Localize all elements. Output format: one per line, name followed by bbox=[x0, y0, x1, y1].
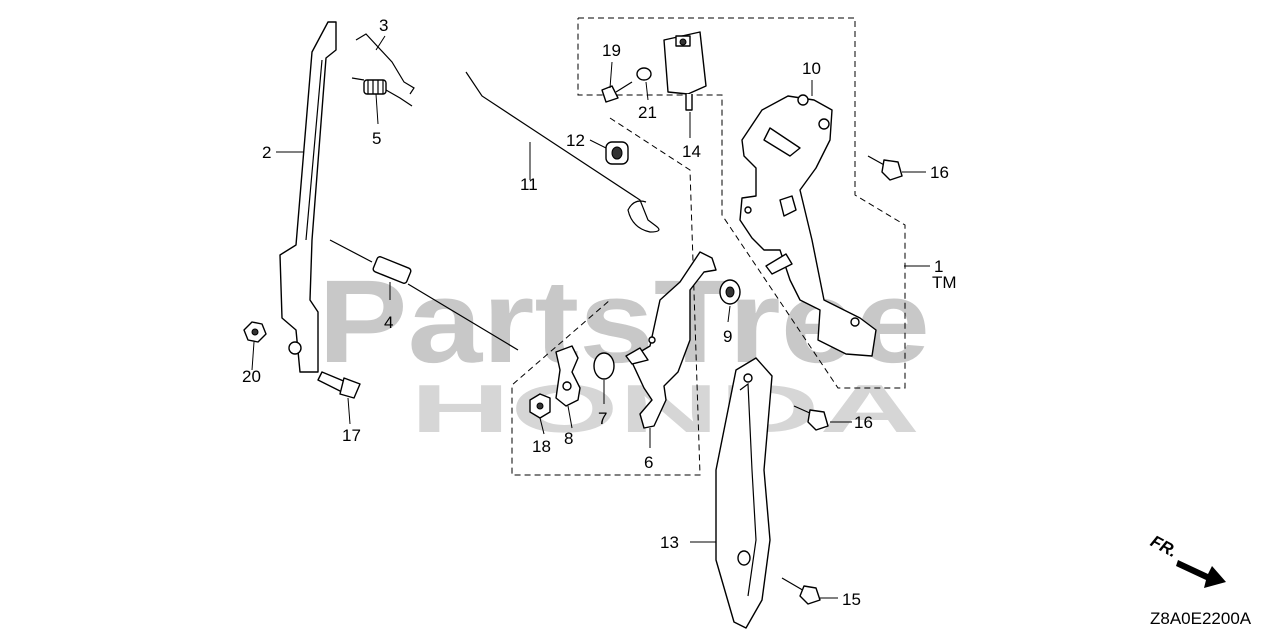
part-8-small-lever bbox=[555, 345, 581, 407]
part-11-rod bbox=[465, 71, 660, 233]
part-9-collar bbox=[719, 279, 741, 305]
callout-8: 8 bbox=[564, 429, 573, 448]
callouts: 1 2 3 4 5 6 7 8 9 10 11 12 13 14 15 16 1… bbox=[242, 16, 949, 609]
watermark-trademark: TM bbox=[932, 273, 957, 292]
callout-6: 6 bbox=[644, 453, 653, 472]
callout-19: 19 bbox=[602, 41, 621, 60]
arrow-right-down-icon bbox=[1176, 560, 1226, 588]
callout-20: 20 bbox=[242, 367, 261, 386]
part-16-bolt-upper bbox=[867, 155, 903, 181]
callout-11: 11 bbox=[520, 175, 538, 194]
part-2-control-arm bbox=[279, 21, 337, 373]
part-12-grommet bbox=[605, 141, 629, 165]
callout-10: 10 bbox=[802, 59, 821, 78]
callout-21: 21 bbox=[638, 103, 657, 122]
callout-1: 1 bbox=[934, 257, 943, 276]
part-15-bolt bbox=[781, 577, 821, 605]
callout-17: 17 bbox=[342, 426, 361, 445]
leader-lines bbox=[251, 35, 930, 599]
diagram-code: Z8A0E2200A bbox=[1150, 609, 1252, 628]
callout-2: 2 bbox=[262, 143, 271, 162]
callout-14: 14 bbox=[682, 142, 701, 161]
part-4-spring-rod bbox=[329, 239, 519, 351]
part-19-bolt bbox=[601, 81, 633, 103]
part-6-lever-plate bbox=[625, 251, 717, 429]
part-13-cover bbox=[715, 357, 773, 629]
part-20-nut bbox=[243, 321, 267, 343]
part-18-nut bbox=[529, 393, 551, 419]
callout-12: 12 bbox=[566, 131, 585, 150]
callout-3: 3 bbox=[379, 16, 388, 35]
callout-18: 18 bbox=[532, 437, 551, 456]
callout-15: 15 bbox=[842, 590, 861, 609]
front-direction-indicator: FR. bbox=[1147, 532, 1226, 588]
callout-4: 4 bbox=[384, 313, 393, 332]
callout-7: 7 bbox=[598, 409, 607, 428]
group-outline-lever bbox=[511, 117, 701, 476]
part-16-bolt-lower bbox=[793, 405, 829, 431]
direction-label: FR. bbox=[1147, 532, 1180, 562]
bracket-bolt bbox=[765, 253, 793, 275]
part-1-bracket bbox=[739, 94, 877, 357]
part-21-washer bbox=[636, 67, 652, 81]
callout-9: 9 bbox=[723, 327, 732, 346]
group-outline-switch bbox=[577, 17, 906, 389]
part-5-spring bbox=[351, 77, 413, 107]
part-17-bolt bbox=[317, 371, 361, 399]
callout-16-upper: 16 bbox=[930, 163, 949, 182]
callout-13: 13 bbox=[660, 533, 679, 552]
part-14-switch bbox=[663, 31, 707, 111]
callout-16-lower: 16 bbox=[854, 413, 873, 432]
part-7-washer bbox=[593, 352, 615, 380]
part-3-wire bbox=[355, 33, 415, 95]
callout-5: 5 bbox=[372, 129, 381, 148]
